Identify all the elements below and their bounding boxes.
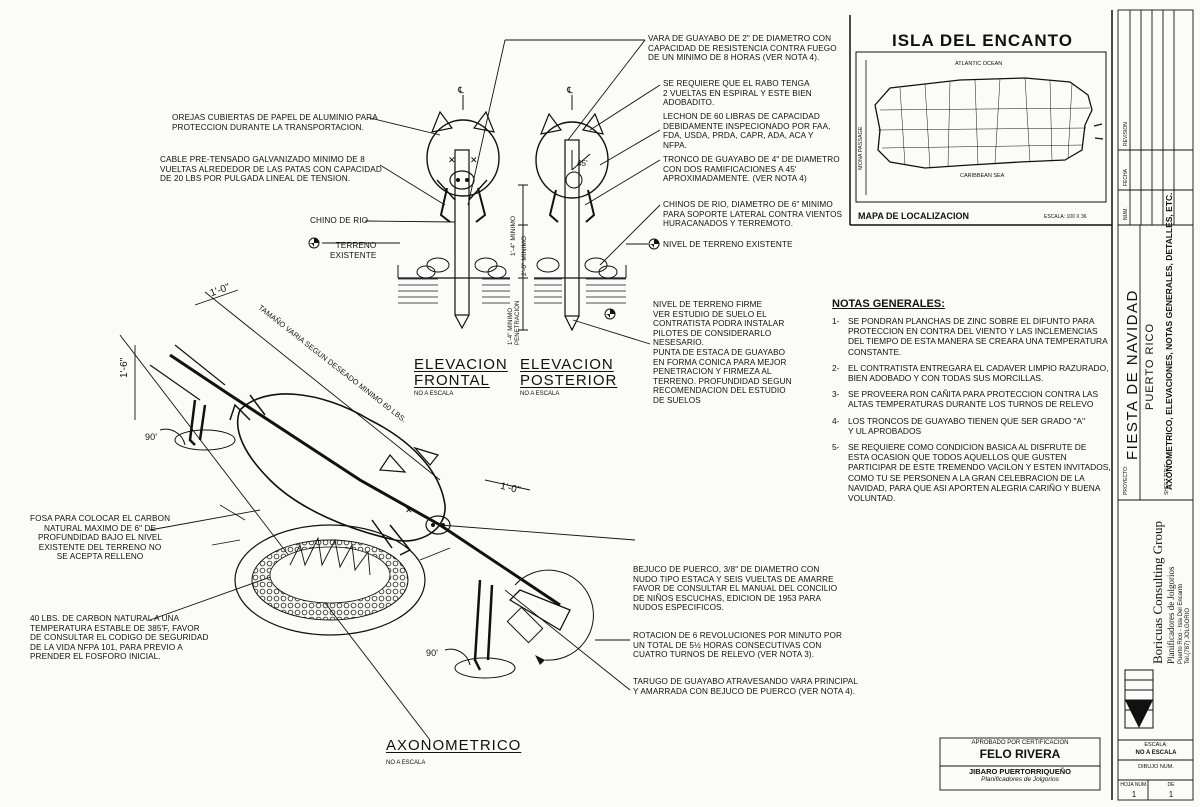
angle-90-right: 90' (426, 648, 439, 658)
rotacion-note: ROTACION DE 6 REVOLUCIONES POR MINUTO PO… (633, 631, 842, 660)
note-text: LOS TRONCOS DE GUAYABO TIENEN QUE SER GR… (848, 415, 1086, 436)
terreno-note: TERRENO EXISTENTE (330, 241, 377, 260)
tb-hoja-label: HOJA NUM. (1120, 782, 1148, 788)
company-addr: Puerto Rico - Isla Del Encanto (1178, 583, 1184, 664)
frontal-elevation: ✕✕ (397, 95, 510, 330)
dim-one-six: 1'-6" (119, 357, 130, 378)
tronco-note: TRONCO DE GUAYABO DE 4" DE DIAMETRO CON … (663, 155, 840, 184)
mona-label: MONA PASSAGE (858, 126, 864, 170)
tb-hoja-value: 1 (1131, 790, 1137, 799)
ears-note: OREJAS CUBIERTAS DE PAPEL DE ALUMINIO PA… (172, 113, 378, 132)
chino-note: CHINO DE RIO (310, 216, 369, 225)
carbon-note: 40 LBS. DE CARBON NATURAL A UNA TEMPERAT… (30, 614, 209, 662)
company-name: Boricuas Consulting Group (1150, 521, 1165, 664)
nivel-note: NIVEL DE TERRENO EXISTENTE (663, 240, 793, 249)
tb-escala-label: ESCALA: (1144, 742, 1168, 748)
vara-note: VARA DE GUAYABO DE 2" DE DIAMETRO CON CA… (648, 34, 837, 63)
posterior-title: ELEVACION POSTERIOR (520, 356, 618, 389)
posterior-scale: NO A ESCALA (520, 391, 560, 397)
note-text: SE PONDRAN PLANCHAS DE ZINC SOBRE EL DIF… (848, 316, 1108, 357)
frontal-title: ELEVACION FRONTAL (414, 356, 508, 389)
puerto-rico-map (855, 51, 1107, 203)
firme-marker (604, 308, 616, 320)
tb-de-label: DE (1167, 782, 1175, 788)
tb-fecha: FECHA (1123, 169, 1129, 186)
punta-note: PUNTA DE ESTACA DE GUAYABO EN FORMA CONI… (653, 348, 792, 405)
tb-de-value: 1 (1168, 790, 1174, 799)
company-tel: Tel.(787) JOLGORIO (1185, 607, 1191, 664)
note-item: 3- SE PROVEERA RON CAÑITA PARA PROTECCIO… (832, 389, 1111, 409)
centerline-rear: ℄ (567, 85, 573, 95)
titleblock-grid (939, 9, 1194, 801)
notes-list: 1- SE PONDRAN PLANCHAS DE ZINC SOBRE EL … (832, 316, 1111, 509)
axonometric-view: ✕ (119, 289, 594, 741)
sheet-description: AXONOMETRICO, ELEVACIONES, NOTAS GENERAL… (1164, 192, 1174, 490)
chinos-note: CHINOS DE RIO, DIAMETRO DE 6" MINIMO PAR… (663, 200, 843, 229)
nivel-marker (626, 238, 660, 250)
rabo-note: SE REQUIERE QUE EL RABO TENGA 2 VUELTAS … (663, 79, 812, 108)
angle-45: 45' (577, 159, 588, 168)
company-logo (1124, 669, 1154, 729)
map-caption: MAPA DE LOCALIZACION (858, 211, 969, 221)
approval-name: FELO RIVERA (979, 747, 1061, 761)
tarugo-note: TARUGO DE GUAYABO ATRAVESANDO VARA PRINC… (633, 677, 858, 696)
note-text: SE PROVEERA RON CAÑITA PARA PROTECCION C… (848, 389, 1099, 410)
svg-text:✕: ✕ (405, 505, 413, 515)
terreno-marker (308, 237, 400, 249)
fosa-note: FOSA PARA COLOCAR EL CARBON NATURAL MAXI… (30, 514, 171, 562)
svg-text:✕: ✕ (448, 155, 456, 165)
note-num: 1- (832, 316, 840, 326)
tb-revision: REVISION (1123, 122, 1129, 146)
note-item: 1- SE PONDRAN PLANCHAS DE ZINC SOBRE EL … (832, 316, 1111, 357)
note-num: 2- (832, 362, 840, 373)
note-item: 2- EL CONTRATISTA ENTREGARA EL CADAVER L… (832, 363, 1111, 383)
approval-block: APROBADO POR CERTIFICACION FELO RIVERA J… (940, 740, 1100, 783)
notes-heading: NOTAS GENERALES: (832, 298, 945, 310)
tb-escala-value: NO A ESCALA (1135, 750, 1177, 756)
firme-note: NIVEL DE TERRENO FIRME VER ESTUDIO DE SU… (653, 300, 785, 348)
note-num: 3- (832, 389, 840, 400)
note-num: 5- (832, 442, 840, 453)
frontal-scale: NO A ESCALA (414, 391, 454, 397)
approval-firm: JIBARO PUERTORRIQUEÑO (969, 767, 1071, 776)
centerline-front: ℄ (458, 85, 464, 95)
map-title: ISLA DEL ENCANTO (892, 31, 1073, 50)
project-name: FIESTA DE NAVIDAD (1124, 289, 1141, 460)
posterior-elevation (518, 95, 627, 332)
dim-two-zero-min: 2'-0" MINIMO (521, 235, 528, 276)
tb-num: NUM. (1123, 207, 1129, 220)
axon-scale: NO A ESCALA (386, 760, 426, 766)
approval-label: APROBADO POR CERTIFICACION (971, 740, 1069, 746)
note-text: EL CONTRATISTA ENTREGARA EL CADAVER LIMP… (848, 362, 1109, 384)
atlantic-label: ATLANTIC OCEAN (955, 61, 1003, 67)
tb-proyecto: PROYECTO: (1123, 465, 1129, 495)
lechon-note: LECHON DE 60 LIBRAS DE CAPACIDAD DEBIDAM… (663, 112, 831, 150)
project-sub: PUERTO RICO (1144, 323, 1156, 410)
dim-one-four-min: 1'-4" MINIMO (510, 215, 517, 256)
note-item: 4- LOS TRONCOS DE GUAYABO TIENEN QUE SER… (832, 416, 1111, 436)
company-sub: Planificadores de Jolgorios (1166, 566, 1176, 664)
svg-text:✕: ✕ (470, 155, 478, 165)
tb-dibujo: DIBUJO NUM. (1138, 764, 1174, 770)
note-num: 4- (832, 415, 840, 426)
dim-penetracion: 1'-4" MINIMO PENETRACION (508, 300, 521, 345)
note-text: SE REQUIERE COMO CONDICION BASICA AL DIS… (848, 442, 1111, 504)
bejuco-note: BEJUCO DE PUERCO, 3/8" DE DIAMETRO CON N… (633, 565, 838, 613)
caribbean-label: CARIBBEAN SEA (960, 173, 1005, 179)
cable-note: CABLE PRE-TENSADO GALVANIZADO MINIMO DE … (160, 155, 382, 184)
note-item: 5- SE REQUIERE COMO CONDICION BASICA AL … (832, 442, 1111, 503)
axon-title: AXONOMETRICO (386, 737, 522, 754)
angle-90-left: 90' (145, 432, 158, 442)
approval-firm-sub: Planificadores de Jolgorios (981, 776, 1059, 783)
map-scale: ESCALA: 100 x 36 (1044, 214, 1087, 220)
